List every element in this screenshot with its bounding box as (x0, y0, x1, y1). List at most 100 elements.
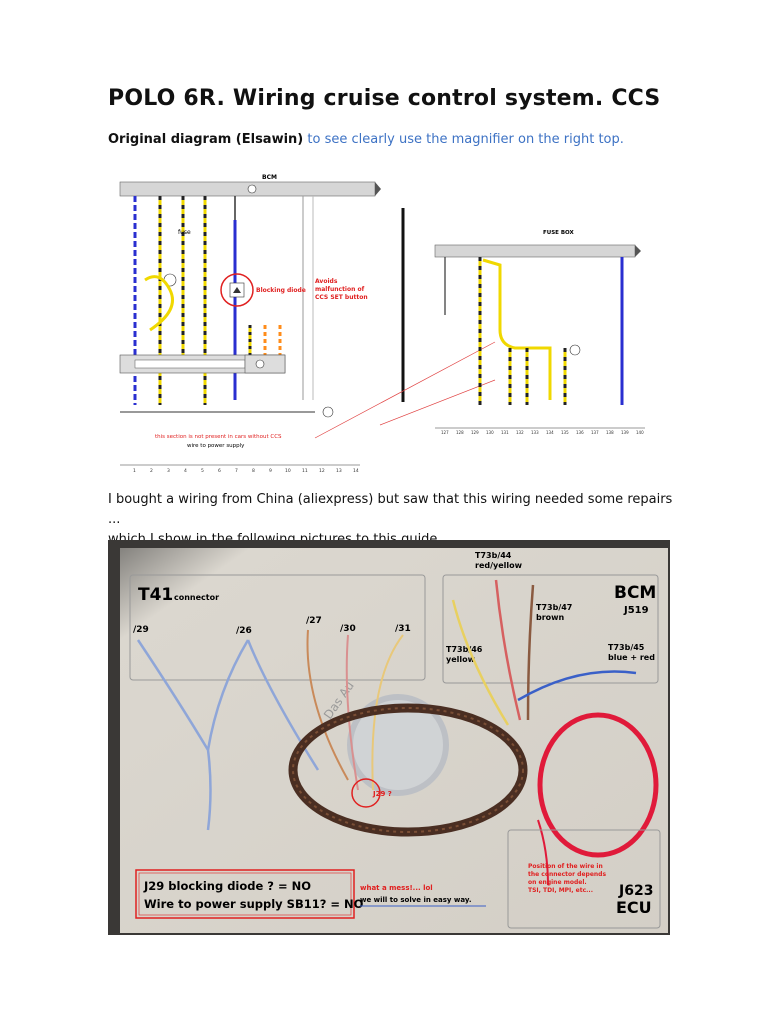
body-line1: I bought a wiring from China (aliexpress… (108, 492, 673, 527)
t73b44-color: red/yellow (475, 561, 523, 570)
note-line2: wire to power supply (187, 443, 245, 449)
harness-loop-texture (292, 707, 524, 833)
t73b47-label: T73b/47 (536, 603, 572, 612)
axis-right-n3: 129 (471, 430, 479, 435)
axis-left-n6: 6 (218, 468, 221, 474)
bcm-photo-label: BCM (614, 583, 656, 603)
axis-right-n10: 136 (576, 430, 584, 435)
ecu-label: ECU (616, 898, 652, 917)
pin-30: /30 (340, 624, 356, 634)
page-title: POLO 6R. Wiring cruise control system. C… (108, 86, 661, 111)
wire-30-red (345, 634, 359, 791)
fb-wire-yellow-route (482, 258, 552, 400)
pos-line1: Position of the wire in (528, 863, 603, 870)
wiring-diagram: BCM fuse Blocking diode Avoids malfuncti… (115, 170, 655, 475)
axis-left-n4: 4 (184, 468, 187, 474)
axis-right-n4: 130 (486, 430, 494, 435)
pin-29: /29 (133, 625, 149, 635)
conclusion-box (135, 869, 355, 919)
axis-right-n12: 138 (606, 430, 614, 435)
j29-circle (351, 778, 381, 808)
axis-right-n8: 134 (546, 430, 554, 435)
connector-right (244, 354, 286, 374)
pos-line2: the connector depends (528, 871, 606, 878)
axis-right-n5: 131 (501, 430, 509, 435)
wire-47-brown (526, 584, 535, 721)
j519-label: J519 (623, 605, 649, 616)
connector-left-inner (134, 359, 246, 369)
wire-31-yellow (371, 634, 404, 791)
axis-left-n2: 2 (150, 468, 153, 474)
bcm-label: BCM (262, 174, 277, 181)
axis-left-n8: 8 (252, 468, 255, 474)
axis-right-n9: 135 (561, 430, 569, 435)
note-line1: this section is not present in cars with… (155, 434, 282, 440)
t73b46-label: T73b/46 (446, 645, 483, 654)
j623-label: J623 (618, 883, 653, 899)
conclusion-box-inner (138, 872, 352, 916)
red-wire-loop (537, 712, 659, 858)
avoids-line3: CCS SET button (315, 294, 368, 301)
connector-symbol (255, 359, 265, 369)
wire-46-yellow (451, 599, 510, 726)
t41-label: T41 (138, 585, 173, 605)
subtitle-bold: Original diagram (Elsawin) (108, 132, 304, 147)
pos-line4: TSI, TDI, MPI, etc... (528, 887, 593, 894)
axis-right-n7: 133 (531, 430, 539, 435)
wiring-photo: T41 connector /29 /26 /27 /30 /31 BCM J5… (108, 540, 670, 935)
mess-line1: what a mess!... lol (360, 884, 433, 892)
wiring-diagram-svg: BCM fuse Blocking diode Avoids malfuncti… (119, 174, 645, 474)
axis-right-n2: 128 (456, 430, 464, 435)
axis-left-n9: 9 (269, 468, 272, 474)
pin-31: /31 (395, 624, 411, 634)
t73b44-label: T73b/44 (475, 551, 512, 560)
wire-26-blue-2 (246, 639, 320, 771)
fusebox-bar (434, 244, 636, 258)
conclusion-line2: Wire to power supply SB11? = NO (144, 897, 364, 911)
avoids-line2: malfunction of (315, 286, 365, 293)
avoids-line1: Avoids (315, 278, 338, 285)
t41-connector-label: connector (174, 593, 219, 602)
axis-left-n5: 5 (201, 468, 204, 474)
wire-45-blue (517, 670, 637, 702)
pos-line3: on engine model. (528, 879, 587, 886)
axis-left-n1: 1 (133, 468, 136, 474)
bcm-symbol (247, 184, 257, 194)
axis-right-n14: 140 (636, 430, 644, 435)
axis-left-numbers: 1 2 3 4 5 6 7 8 9 10 11 12 13 14 (133, 468, 359, 474)
axis-right-n13: 139 (621, 430, 629, 435)
callout-line-1 (314, 341, 496, 439)
t73b47-color: brown (536, 613, 565, 622)
bcm-bar-arrow (375, 182, 381, 196)
axis-left-n3: 3 (167, 468, 170, 474)
fuse-label: fuse (178, 229, 191, 236)
diode-symbol (233, 287, 241, 293)
axis-right-numbers: 127 128 129 130 131 132 133 134 135 136 … (441, 430, 644, 435)
t73b45-color: blue + red (608, 653, 655, 662)
fusebox-label: FUSE BOX (543, 230, 575, 236)
blocking-diode-circle (220, 273, 254, 307)
subtitle: Original diagram (Elsawin) to see clearl… (108, 132, 624, 147)
wiring-photo-svg: T41 connector /29 /26 /27 /30 /31 BCM J5… (108, 540, 670, 935)
wire-26-blue (206, 639, 250, 751)
pin-26: /26 (236, 626, 252, 636)
fusebox-bar-arrow (635, 245, 641, 257)
pin-27: /27 (306, 616, 322, 626)
t73b45-label: T73b/45 (608, 643, 645, 652)
wire-yellow-loop (144, 275, 174, 332)
axis-left-n14: 14 (353, 468, 359, 474)
wire-44-redyellow (494, 579, 522, 721)
axis-left-n7: 7 (235, 468, 238, 474)
blocking-diode-label: Blocking diode (256, 287, 306, 294)
ecu-box (507, 829, 661, 929)
subtitle-hint: to see clearly use the magnifier on the … (307, 132, 624, 147)
mess-line2: we will to solve in easy way. (360, 896, 471, 904)
j29-label: J29 ? (372, 790, 392, 798)
t41-box (129, 574, 426, 681)
wire-29-blue (136, 639, 212, 831)
conclusion-line1: J29 blocking diode ? = NO (143, 879, 311, 893)
axis-left-n10: 10 (285, 468, 291, 474)
t73b46-color: yellow (446, 655, 476, 664)
axis-left-n13: 13 (336, 468, 342, 474)
axis-left-n12: 12 (319, 468, 325, 474)
